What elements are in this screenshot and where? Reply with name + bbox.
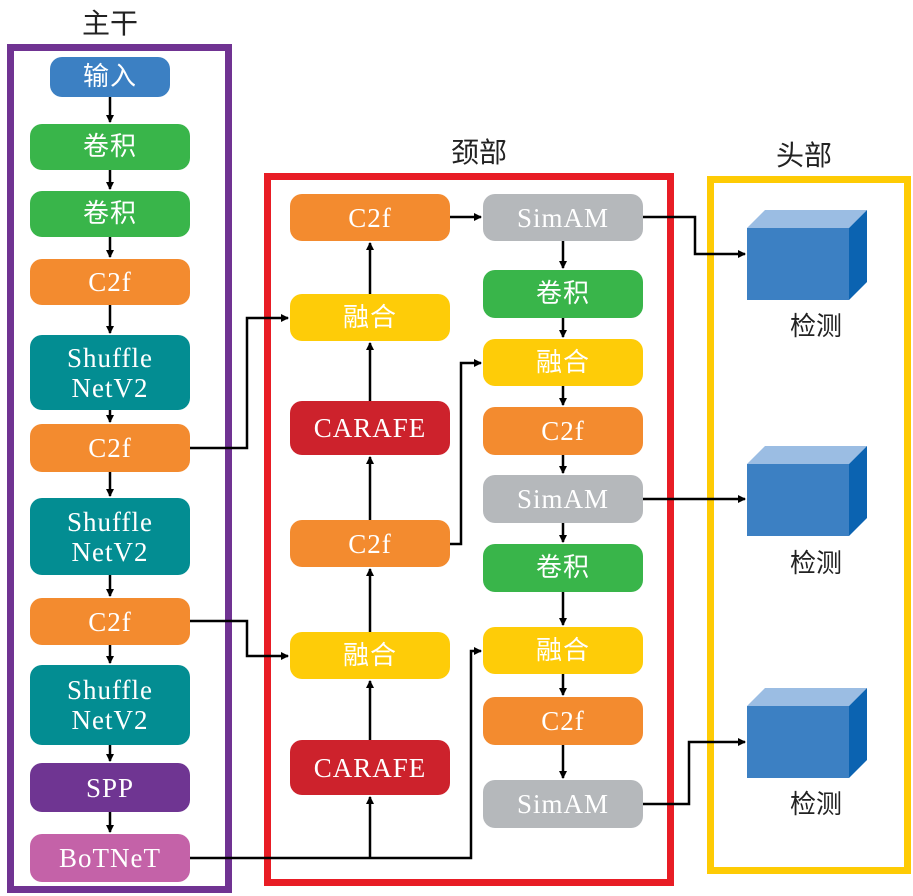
backbone-conv-node[interactable]: 卷积 [30,124,190,170]
edge-c2f2-neck-fuse1 [190,314,289,450]
node-label-line1: Shuffle [67,506,153,537]
backbone-botnet-node[interactable]: BoTNeT [30,834,190,882]
edge-simam1-detect1 [643,215,746,258]
neck-c2f-node[interactable]: C2f [483,407,643,455]
edge-botnet-neck [190,647,482,860]
neck-fuse-node[interactable]: 融合 [483,627,643,674]
backbone-c2f-node[interactable]: C2f [30,259,190,305]
detect-label: 检测 [789,790,842,820]
head-title: 头部 [775,139,832,172]
neck-carafe-node[interactable]: CARAFE [290,740,450,795]
detect-label: 检测 [789,312,842,342]
backbone-c2f-node[interactable]: C2f [30,598,190,645]
node-label-line2: NetV2 [71,536,149,567]
neck-title: 颈部 [450,136,507,169]
neck-fuse-node[interactable]: 融合 [483,339,643,386]
detect-cube-icon[interactable] [745,686,870,781]
neck-simam-node[interactable]: SimAM [483,475,643,523]
edge-c2f3-neck-fuse2 [190,619,289,660]
neck-simam-node[interactable]: SimAM [483,780,643,828]
backbone-shufflenet-node[interactable]: Shuffle NetV2 [30,498,190,575]
node-label-line2: NetV2 [71,705,149,735]
detect-cube-icon[interactable] [745,208,870,303]
neck-fuse-node[interactable]: 融合 [290,294,450,341]
neck-conv-node[interactable]: 卷积 [483,270,643,318]
neck-simam-node[interactable]: SimAM [483,194,643,241]
backbone-title: 主干 [81,7,138,40]
neck-c2f-node[interactable]: C2f [290,194,450,241]
backbone-input-node[interactable]: 输入 [50,57,170,97]
neck-fuse-node[interactable]: 融合 [290,632,450,679]
backbone-shufflenet-node[interactable]: Shuffle NetV2 [30,335,190,410]
neck-conv-node[interactable]: 卷积 [483,544,643,592]
backbone-spp-node[interactable]: SPP [30,763,190,812]
backbone-shufflenet-node[interactable]: Shuffle NetV2 [30,665,190,745]
neck-c2f-node[interactable]: C2f [290,520,450,567]
node-label-line1: Shuffle [67,342,153,373]
backbone-conv-node[interactable]: 卷积 [30,191,190,237]
neck-carafe-node[interactable]: CARAFE [290,401,450,455]
node-label-line2: NetV2 [71,372,149,403]
neck-c2f-node[interactable]: C2f [483,697,643,745]
edge-simam3-detect3 [643,738,746,806]
backbone-frame [7,44,232,893]
head-frame [707,176,911,874]
node-label-line1: Shuffle [67,675,153,705]
detect-label: 检测 [789,549,842,579]
backbone-c2f-node[interactable]: C2f [30,424,190,472]
detect-cube-icon[interactable] [745,444,870,539]
neck-frame [264,173,674,886]
edge-c2fleft-fuse-right [450,359,482,546]
